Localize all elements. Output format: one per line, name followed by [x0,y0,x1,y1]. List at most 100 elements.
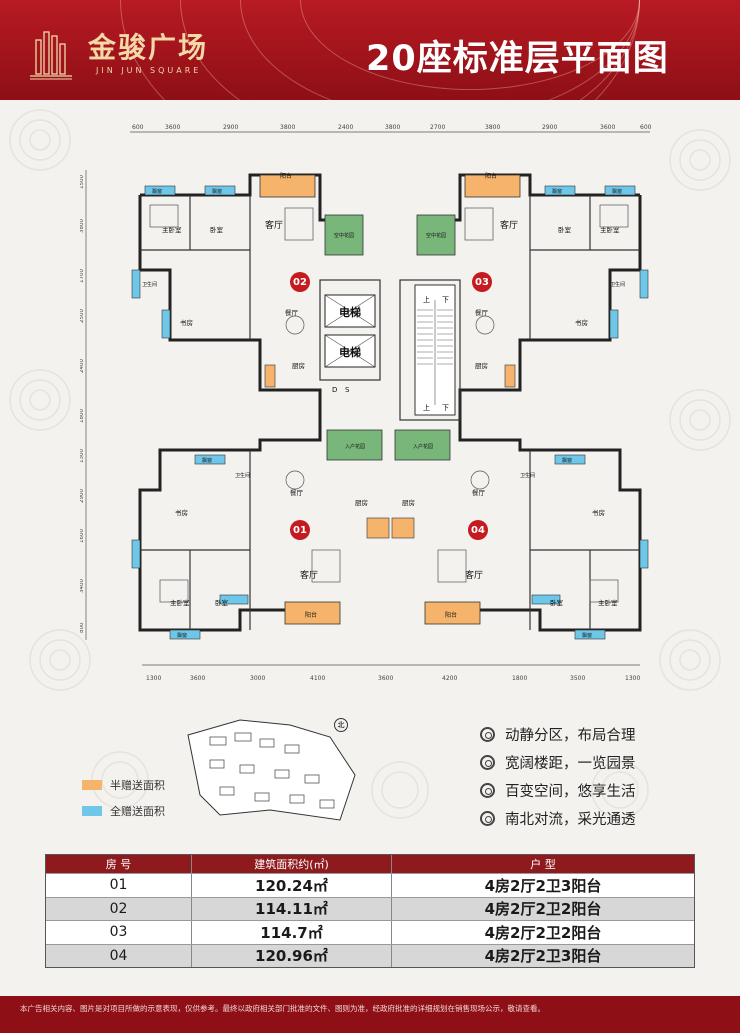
legend-label: 全赠送面积 [110,805,165,818]
entry-garden-label: 入户花园 [345,443,365,450]
duct-label: D [332,386,337,394]
utility-balcony [264,364,276,388]
room-labels: 客厅 客厅 客厅 客厅 阳台 阳台 阳台 阳台 主卧室 卧室 卧室 主卧室 主卧… [142,172,625,639]
dim-label: 2700 [430,124,445,131]
room-label: 卫生间 [520,472,535,479]
elevator-label: 电梯 [339,305,361,319]
background-pattern [9,109,731,819]
feature-list: 动静分区，布局合理 宽阔楼距，一览园景 百变空间，悠享生活 南北对流，采光通透 [480,720,636,832]
unit-badge-01: 01 [290,520,310,540]
dim-label: 4100 [310,675,325,682]
room-label: 阳台 [485,172,497,180]
balcony-01 [284,601,341,625]
stair-up-label: 上 [423,403,430,412]
room-label: 书房 [575,318,588,327]
room-label: 飘窗 [202,457,212,464]
left-dimension-line: 1500 3800 1700 2500 2400 1800 1300 2900 … [80,170,87,640]
utility-balcony [366,517,390,539]
room-label: 客厅 [465,569,483,581]
room-label: 飘窗 [212,188,222,195]
room-label: 卧室 [215,598,229,607]
circle-bullet-icon [480,754,495,770]
room-label: 厨房 [475,361,488,370]
header-type: 户 型 [530,858,556,871]
room-label: 客厅 [300,569,318,581]
dim-label: 1300 [80,449,85,463]
table-header: 房 号 建筑面积约(㎡) 户 型 [46,855,694,873]
feature-item: 宽阔楼距，一览园景 [480,748,636,776]
dim-label: 800 [80,622,85,633]
room-label: 主卧室 [162,225,182,234]
room-label: 餐厅 [472,488,486,497]
legend-swatch-half [82,780,102,790]
room-label: 书房 [180,318,193,327]
feature-text: 百变空间，悠享生活 [505,783,636,800]
brand-english: JIN JUN SQUARE [96,66,202,75]
cell-unit: 04 [46,944,192,967]
feature-text: 宽阔楼距，一览园景 [505,755,636,772]
elevators: 电梯 电梯 D S [324,294,376,394]
header-banner: 金骏广场 JIN JUN SQUARE 20座标准层平面图 [0,0,740,100]
feature-item: 百变空间，悠享生活 [480,776,636,804]
legend-item: 全赠送面积 [82,798,165,824]
room-label: 卧室 [210,225,224,234]
feature-item: 南北对流，采光通透 [480,804,636,832]
top-dimension-line: 600 3600 2900 3800 2400 3800 2700 3800 2… [130,124,652,133]
feature-text: 南北对流，采光通透 [505,811,636,828]
stair-down-label: 下 [442,296,449,304]
dim-label: 3600 [165,124,180,131]
cell-type: 4房2厅2卫3阳台 [484,876,602,895]
room-label: 卧室 [550,598,564,607]
room-label: 书房 [592,508,605,517]
room-label: 阳台 [305,611,317,619]
legend: 半赠送面积 全赠送面积 [82,772,165,824]
utility-balcony [391,517,415,539]
dim-label: 1300 [625,675,640,682]
entry-garden-04 [394,429,451,461]
site-map [187,719,356,821]
dim-label: 3600 [190,675,205,682]
cell-area: 114.11㎡ [192,897,392,920]
room-label: 客厅 [265,219,283,231]
room-label: 主卧室 [600,225,620,234]
dim-label: 3800 [80,219,85,233]
room-label: 书房 [175,508,188,517]
floor-plan: 600 3600 2900 3800 2400 3800 2700 3800 2… [80,124,652,682]
balcony-04 [424,601,481,625]
feature-item: 动静分区，布局合理 [480,720,636,748]
dim-label: 2400 [80,359,85,373]
footer-disclaimer: 本广告相关内容、图片是对项目所做的示意表现，仅供参考。最终以政府相关部门批准的文… [0,996,740,1033]
feature-text: 动静分区，布局合理 [505,727,636,744]
entry-garden-01 [326,429,383,461]
dim-label: 1800 [512,675,527,682]
elevator-label: 电梯 [339,345,361,359]
stairwell: 上 下 上 下 [414,284,456,416]
dim-label: 2900 [80,489,85,503]
brand-logo-icon [30,31,72,80]
room-label: 飘窗 [552,188,562,195]
cell-area: 114.7㎡ [192,921,392,944]
dim-label: 3800 [485,124,500,131]
table-row: 03 114.7㎡ 4房2厅2卫2阳台 [46,920,694,944]
unit-badge-04: 04 [468,520,488,540]
dim-label: 1300 [146,675,161,682]
dim-label: 3000 [250,675,265,682]
balcony-02 [259,174,316,198]
bottom-dimension-line: 1300 3600 3000 4100 3600 4200 1800 3500 … [142,664,640,682]
room-label: 卧室 [558,225,572,234]
circle-bullet-icon [480,810,495,826]
dim-label: 2500 [80,309,85,323]
dim-label: 3800 [385,124,400,131]
dim-label: 2900 [223,124,238,131]
room-label: 卫生间 [235,472,250,479]
room-label: 阳台 [445,611,457,619]
disclaimer-text: 本广告相关内容、图片是对项目所做的示意表现，仅供参考。最终以政府相关部门批准的文… [20,1004,545,1013]
cell-unit: 02 [46,897,192,920]
circle-bullet-icon [480,782,495,798]
unit-badge-02: 02 [290,272,310,292]
page-title: 20座标准层平面图 [366,39,669,79]
duct-label: S [345,386,350,394]
building-walls [138,173,642,632]
cell-type: 4房2厅2卫3阳台 [484,947,602,966]
dim-label: 1600 [80,529,85,543]
